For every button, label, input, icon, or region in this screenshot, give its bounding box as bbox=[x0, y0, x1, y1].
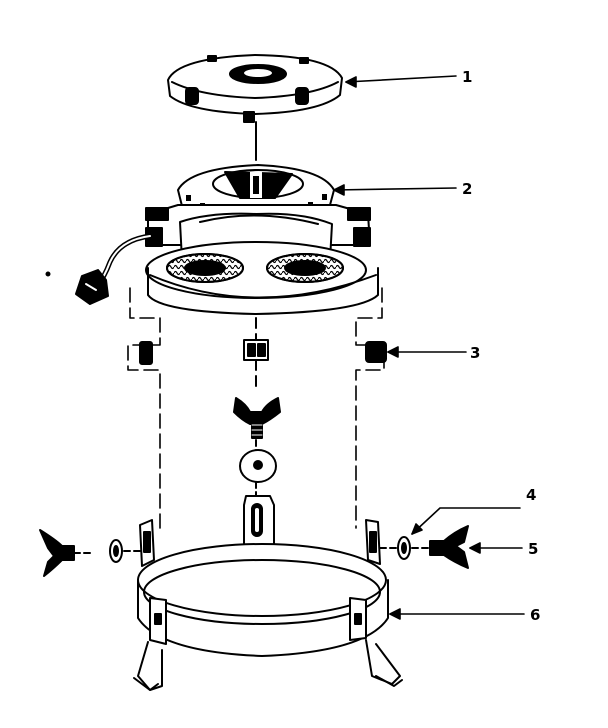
part-1-lid bbox=[167, 54, 343, 123]
power-cord bbox=[45, 233, 153, 305]
part-5-wing-nut bbox=[411, 525, 469, 569]
callout-3: 3 bbox=[470, 344, 480, 362]
part-6-stand bbox=[133, 519, 403, 691]
heating-element bbox=[145, 204, 379, 315]
callout-1: 1 bbox=[462, 68, 472, 86]
callout-5: 5 bbox=[528, 540, 538, 558]
center-wing-nut bbox=[233, 397, 281, 439]
leader-lines bbox=[333, 75, 525, 620]
callout-4: 4 bbox=[526, 486, 536, 504]
part-3-clip bbox=[139, 341, 387, 365]
center-washer bbox=[239, 449, 277, 483]
callout-6: 6 bbox=[530, 606, 540, 624]
terminal-block bbox=[243, 339, 269, 361]
part-4-washer bbox=[379, 536, 411, 560]
left-wing-nut bbox=[39, 529, 93, 577]
center-bracket bbox=[243, 495, 275, 546]
callout-labels: 1 2 3 4 5 6 bbox=[462, 68, 540, 624]
callout-2: 2 bbox=[462, 180, 472, 198]
left-washer bbox=[109, 539, 141, 563]
